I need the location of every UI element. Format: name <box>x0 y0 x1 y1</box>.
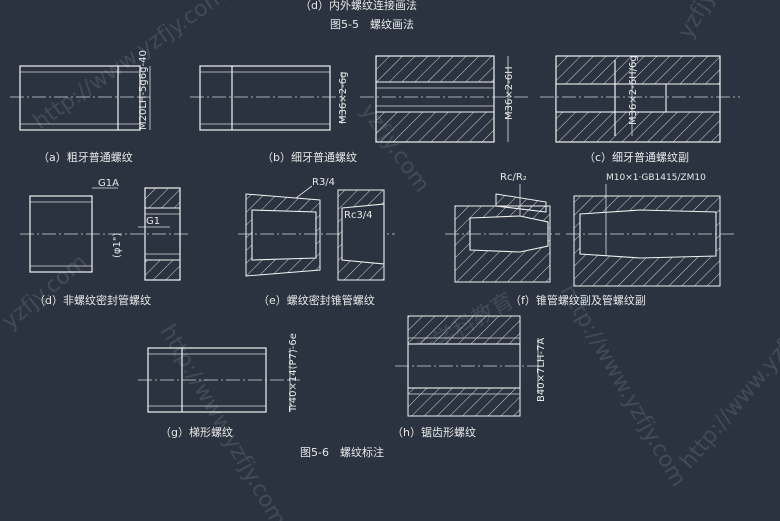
thread-label-h: B40×7LH-7A <box>536 338 547 402</box>
subfigure-c: M36×2-6H M36×2-6H/6g （c）细牙普通螺纹副 <box>360 55 740 164</box>
watermark-text: yzfjy.com <box>674 0 747 43</box>
subfigure-g: Tr40×14(P7)-6e （g）梯形螺纹 <box>138 333 300 439</box>
caption-g: （g）梯形螺纹 <box>160 425 233 439</box>
subfigure-f: Rc/R₂ M10×1·GB1415/ZM10 （f）锥管螺纹副及管螺纹副 <box>445 172 736 307</box>
caption-a: （a）粗牙普通螺纹 <box>38 150 133 164</box>
thread-label-d-dia: (φ1") <box>112 233 123 258</box>
watermark-text: http://www.yzfjy.com <box>675 283 780 474</box>
subfigure-d: G1A (φ1") G1 （d）非螺纹密封管螺纹 <box>20 178 188 307</box>
top-caption: （d）内外螺纹连接画法 <box>300 0 417 12</box>
caption-h: （h）锯齿形螺纹 <box>392 425 476 439</box>
subfigure-b: M36×2-6g （b）细牙普通螺纹 <box>190 65 357 164</box>
caption-e: （e）螺纹密封锥管螺纹 <box>258 293 375 307</box>
caption-c: （c）细牙普通螺纹副 <box>584 150 689 164</box>
figure-5-6-caption: 图5-6 螺纹标注 <box>300 445 384 459</box>
thread-label-e-inner: Rc3/4 <box>344 210 373 221</box>
thread-label-g: Tr40×14(P7)-6e <box>288 333 299 413</box>
thread-label-e-outer: R3/4 <box>312 177 335 188</box>
watermark-text: http://www.yzfjy.com <box>555 281 691 492</box>
caption-b: （b）细牙普通螺纹 <box>262 150 357 164</box>
subfigure-h: B40×7LH-7A （h）锯齿形螺纹 <box>392 315 547 439</box>
watermark-text: yzfjy.com <box>0 250 92 335</box>
subfigure-a: M20LH-5g6g-40 （a）粗牙普通螺纹 <box>10 50 151 164</box>
caption-d: （d）非螺纹密封管螺纹 <box>34 293 151 307</box>
subfigure-e: R3/4 Rc3/4 （e）螺纹密封锥管螺纹 <box>238 177 395 307</box>
thread-label-d-inner: G1 <box>146 216 160 227</box>
watermark-text: http://www.yzfjy.com <box>155 321 291 521</box>
thread-label-c-fit: M36×2-6H/6g <box>628 55 639 125</box>
thread-label-c-internal: M36×2-6H <box>504 66 515 120</box>
thread-label-a: M20LH-5g6g-40 <box>138 50 149 130</box>
thread-label-b: M36×2-6g <box>338 72 349 124</box>
figure-5-5-caption: 图5-5 螺纹画法 <box>330 17 414 31</box>
thread-label-f-pair: Rc/R₂ <box>500 172 527 183</box>
thread-label-d-outer: G1A <box>98 178 119 189</box>
thread-label-f-std: M10×1·GB1415/ZM10 <box>606 173 706 183</box>
caption-f: （f）锥管螺纹副及管螺纹副 <box>510 293 646 307</box>
